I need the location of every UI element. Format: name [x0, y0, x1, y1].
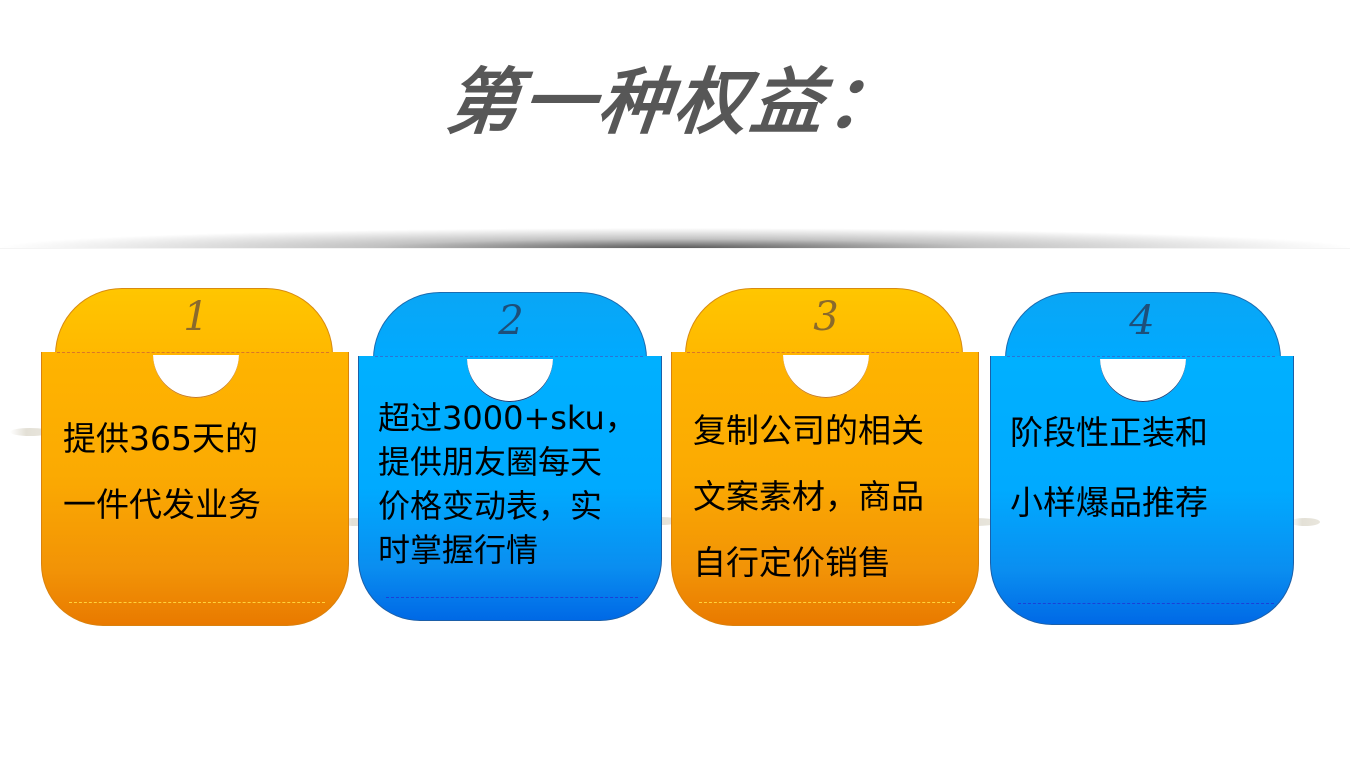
card-tab	[1005, 292, 1281, 359]
brush-stroke-decoration	[10, 428, 50, 436]
benefit-card-1: 1 提供365天的 一件代发业务	[41, 288, 351, 628]
card-number: 2	[498, 298, 524, 344]
card-stitch-bottom	[69, 602, 325, 603]
card-stitch-top	[57, 352, 329, 353]
card-text: 复制公司的相关 文案素材，商品 自行定价销售	[693, 411, 924, 582]
card-stitch-top	[1007, 356, 1275, 357]
card-text: 阶段性正装和 小样爆品推荐	[1010, 413, 1208, 522]
brush-stroke-decoration	[1290, 518, 1320, 526]
page-title: 第一种权益：	[442, 60, 908, 144]
card-text: 超过3000+sku， 提供朋友圈每天 价格变动表，实 时掌握行情	[378, 399, 637, 569]
card-stitch-bottom	[1018, 603, 1274, 604]
card-number: 1	[183, 294, 209, 340]
benefit-card-2: 2 超过3000+sku， 提供朋友圈每天 价格变动表，实 时掌握行情	[358, 292, 664, 624]
card-stitch-bottom	[386, 597, 638, 598]
card-number: 4	[1129, 298, 1155, 344]
benefit-card-3: 3 复制公司的相关 文案素材，商品 自行定价销售	[671, 288, 981, 628]
card-tab	[373, 292, 647, 359]
card-stitch-bottom	[699, 602, 955, 603]
card-tab	[685, 288, 963, 355]
card-text: 提供365天的 一件代发业务	[63, 419, 261, 524]
benefit-card-4: 4 阶段性正装和 小样爆品推荐	[990, 292, 1298, 628]
card-stitch-top	[375, 356, 643, 357]
brush-stroke-decoration	[340, 518, 370, 526]
card-number: 3	[813, 294, 839, 340]
card-stitch-top	[687, 352, 959, 353]
header-divider-shadow	[0, 228, 1350, 249]
